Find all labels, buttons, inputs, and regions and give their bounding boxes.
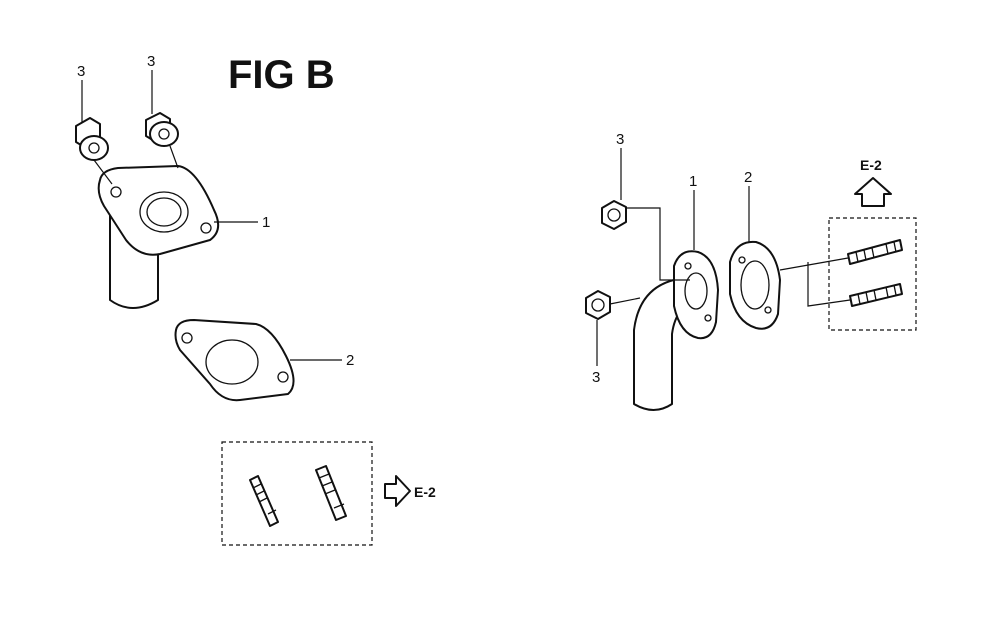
right-bolt-bottom	[585, 290, 611, 320]
left-stud-box	[221, 441, 373, 546]
right-callout-bolt-bottom: 3	[592, 369, 600, 386]
left-exploded-view: 3 3 1 2 E-2	[75, 53, 436, 546]
left-stud-2	[315, 465, 347, 521]
left-ref-label: E-2	[414, 484, 436, 500]
right-callout-pipe: 1	[689, 173, 697, 190]
left-callout-bolt-a: 3	[77, 63, 85, 80]
left-ref-arrow-icon	[384, 475, 411, 507]
left-callout-pipe: 1	[262, 214, 270, 231]
right-callout-bolt-top: 3	[616, 131, 624, 148]
left-bolt-b	[145, 112, 179, 147]
right-stud-1	[847, 239, 903, 265]
right-exploded-view: 3 1 2 3 E-2	[585, 131, 917, 411]
left-callout-bolt-b: 3	[147, 53, 155, 70]
right-callout-gasket: 2	[744, 169, 752, 186]
right-ref-arrow-icon	[854, 177, 892, 207]
left-pipe-flange	[97, 165, 220, 309]
right-elbow-pipe	[633, 250, 719, 411]
left-callout-gasket: 2	[346, 352, 354, 369]
right-stud-2	[849, 283, 903, 307]
right-bolt-top	[601, 200, 627, 230]
right-stud-box	[828, 217, 917, 331]
right-ref-label: E-2	[860, 157, 882, 173]
figure-title: FIG B	[228, 53, 335, 97]
left-bolt-a	[75, 117, 109, 161]
right-gasket	[729, 240, 781, 330]
left-stud-1	[249, 475, 279, 527]
left-gasket	[174, 319, 295, 402]
